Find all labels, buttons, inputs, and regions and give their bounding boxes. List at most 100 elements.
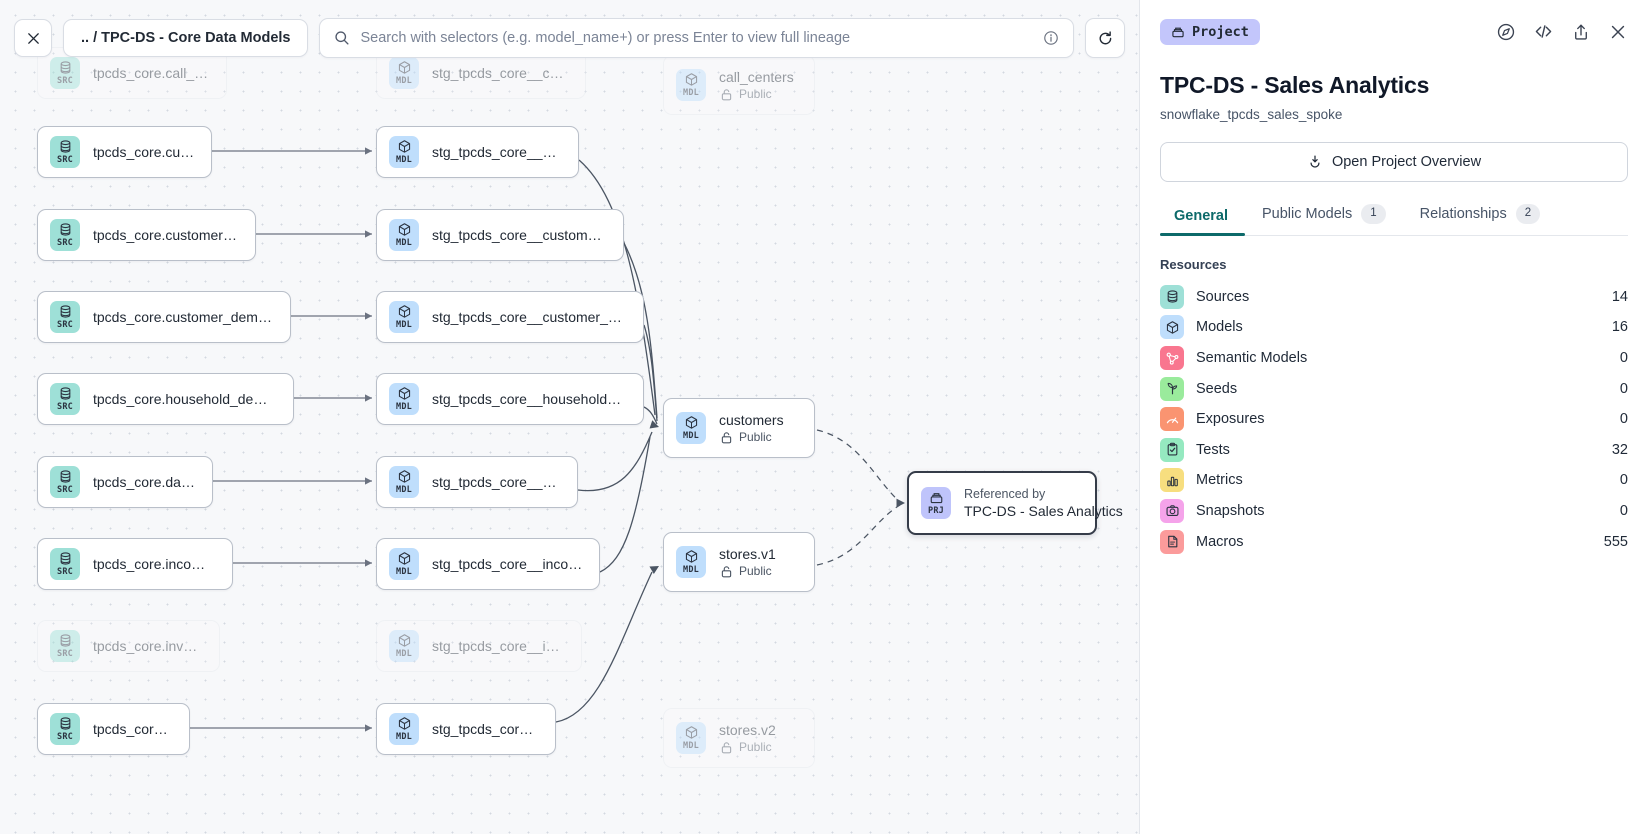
lineage-node-label: stg_tpcds_core__customer_demogra…: [432, 309, 627, 325]
lineage-node-mdl_hh_demo[interactable]: MDL stg_tpcds_core__household_demogr…: [376, 373, 644, 425]
code-icon[interactable]: [1533, 21, 1554, 42]
cube-icon: [397, 551, 412, 566]
resource-row-macros[interactable]: Macros 555: [1160, 526, 1628, 557]
lineage-node-label: stg_tpcds_core__income_band: [432, 556, 583, 572]
lineage-node-mdl_customer[interactable]: MDL stg_tpcds_core__customer: [376, 126, 579, 178]
resource-count: 0: [1620, 411, 1628, 427]
resource-row-semantic-models[interactable]: Semantic Models 0: [1160, 343, 1628, 374]
node-type-label: MDL: [396, 76, 412, 86]
tab-relationships[interactable]: Relationships2: [1403, 204, 1557, 235]
node-type-badge-mdl: MDL: [389, 383, 419, 415]
resource-count: 14: [1612, 289, 1628, 305]
resource-row-tests[interactable]: Tests 32: [1160, 434, 1628, 465]
panel-header: Project: [1160, 0, 1628, 58]
explore-icon[interactable]: [1496, 22, 1516, 42]
lineage-node-label: tpcds_core.inventory: [93, 638, 203, 654]
page-title: TPC-DS - Sales Analytics: [1160, 72, 1628, 99]
lineage-node-src_income_band[interactable]: SRC tpcds_core.income_band: [37, 538, 233, 590]
lineage-node-mdl_cust_demo[interactable]: MDL stg_tpcds_core__customer_demogra…: [376, 291, 644, 343]
gauge-icon: [1160, 407, 1184, 431]
resource-name: Snapshots: [1196, 503, 1620, 519]
share-icon[interactable]: [1571, 22, 1591, 42]
lineage-node-src_customer[interactable]: SRC tpcds_core.customer: [37, 126, 212, 178]
resource-row-seeds[interactable]: Seeds 0: [1160, 373, 1628, 404]
resource-row-sources[interactable]: Sources 14: [1160, 282, 1628, 313]
refresh-icon: [1097, 30, 1114, 47]
breadcrumb[interactable]: .. / TPC-DS - Core Data Models: [63, 19, 308, 57]
overview-icon: [1307, 154, 1323, 170]
resource-row-snapshots[interactable]: Snapshots 0: [1160, 496, 1628, 527]
node-type-label: SRC: [57, 732, 73, 742]
close-lineage-button[interactable]: [14, 19, 52, 57]
access-label: Public: [739, 87, 772, 101]
resource-row-models[interactable]: Models 16: [1160, 312, 1628, 343]
lineage-node-label: tpcds_core.store: [93, 721, 173, 737]
info-icon[interactable]: [1043, 30, 1059, 46]
lineage-node-src_store[interactable]: SRC tpcds_core.store: [37, 703, 190, 755]
lineage-node-pub_customers[interactable]: MDL customers Public: [663, 398, 815, 458]
node-type-label: PRJ: [928, 506, 944, 516]
node-type-label: SRC: [57, 76, 73, 86]
tab-public-models[interactable]: Public Models1: [1245, 204, 1403, 235]
database-icon: [58, 386, 73, 401]
lineage-canvas[interactable]: SRC tpcds_core.call_center SRC tpcds_cor…: [0, 0, 1140, 834]
node-type-label: MDL: [396, 402, 412, 412]
lineage-node-label: tpcds_core.customer_demographics: [93, 309, 274, 325]
search-icon: [334, 30, 350, 46]
access-indicator: Public: [719, 430, 784, 445]
node-type-badge-src: SRC: [50, 713, 80, 745]
resource-row-exposures[interactable]: Exposures 0: [1160, 404, 1628, 435]
node-type-badge-src: SRC: [50, 301, 80, 333]
cube-icon: [397, 386, 412, 401]
lineage-node-label: call_centers: [719, 69, 794, 85]
lineage-node-src_date_dim[interactable]: SRC tpcds_core.date_dim: [37, 456, 213, 508]
node-type-label: MDL: [396, 320, 412, 330]
lineage-node-label: tpcds_core.customer: [93, 144, 195, 160]
lock-icon: [719, 430, 734, 445]
open-project-overview-button[interactable]: Open Project Overview: [1160, 142, 1628, 182]
tab-general[interactable]: General: [1160, 208, 1245, 235]
node-type-badge-mdl: MDL: [676, 412, 706, 444]
resources-list: Sources 14 Models 16 Semantic Models 0 S…: [1160, 282, 1628, 557]
lineage-node-mdl_date_dim[interactable]: MDL stg_tpcds_core__date_dim: [376, 456, 578, 508]
referenced-by-caption: Referenced by: [964, 487, 1079, 501]
cube-icon: [397, 633, 412, 648]
node-type-label: MDL: [683, 431, 699, 441]
lineage-node-label: tpcds_core.customer_address: [93, 227, 239, 243]
lineage-node-mdl_income_band[interactable]: MDL stg_tpcds_core__income_band: [376, 538, 600, 590]
node-type-badge-mdl: MDL: [676, 69, 706, 101]
resource-name: Models: [1196, 319, 1612, 335]
cube-icon: [1160, 315, 1184, 339]
resource-row-metrics[interactable]: Metrics 0: [1160, 465, 1628, 496]
database-icon: [58, 304, 73, 319]
chip-label: Project: [1192, 24, 1249, 40]
resource-name: Semantic Models: [1196, 350, 1620, 366]
node-type-badge-mdl: MDL: [389, 301, 419, 333]
access-label: Public: [739, 740, 772, 754]
node-type-badge-mdl: MDL: [676, 722, 706, 754]
resource-name: Macros: [1196, 534, 1604, 550]
node-type-label: MDL: [396, 732, 412, 742]
lineage-node-pub_stores_v1[interactable]: MDL stores.v1 Public: [663, 532, 815, 592]
bar-chart-icon: [1165, 473, 1180, 488]
lineage-node-mdl_cust_addr[interactable]: MDL stg_tpcds_core__customer_address: [376, 209, 624, 261]
lineage-node-label: stg_tpcds_core__date_dim: [432, 474, 561, 490]
lineage-node-src_cust_demo[interactable]: SRC tpcds_core.customer_demographics: [37, 291, 291, 343]
panel-tabs: GeneralPublic Models1Relationships2: [1160, 204, 1628, 236]
refresh-button[interactable]: [1085, 18, 1125, 58]
search-bar[interactable]: [319, 18, 1074, 58]
lock-icon: [719, 87, 734, 102]
resource-count: 0: [1620, 350, 1628, 366]
panel-actions: [1496, 21, 1628, 42]
resource-count: 0: [1620, 381, 1628, 397]
close-panel-icon[interactable]: [1608, 22, 1628, 42]
lineage-node-referenced-by-project[interactable]: PRJ Referenced by TPC-DS - Sales Analyti…: [907, 471, 1097, 535]
project-icon: [929, 490, 944, 505]
search-input[interactable]: [360, 30, 1033, 46]
node-type-badge-mdl: MDL: [389, 136, 419, 168]
lineage-node-mdl_store[interactable]: MDL stg_tpcds_core__store: [376, 703, 556, 755]
resource-count: 555: [1604, 534, 1628, 550]
node-type-label: MDL: [396, 567, 412, 577]
lineage-node-src_cust_addr[interactable]: SRC tpcds_core.customer_address: [37, 209, 256, 261]
lineage-node-src_hh_demo[interactable]: SRC tpcds_core.household_demographics: [37, 373, 294, 425]
